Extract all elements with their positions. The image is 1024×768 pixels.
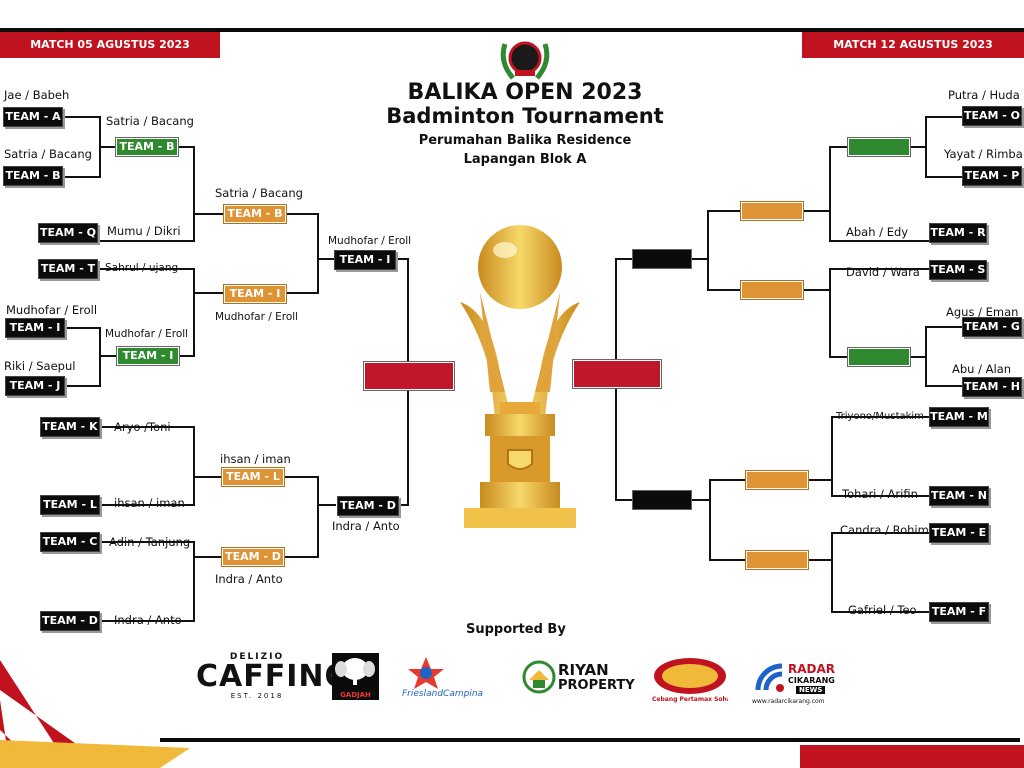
riyan-text: RIYAN	[558, 661, 609, 679]
cebang-emblem-icon	[654, 658, 726, 694]
team-m-box[interactable]: TEAM - M	[929, 407, 989, 427]
radar-text: NEWS	[796, 686, 826, 694]
empty-slot[interactable]	[745, 550, 809, 570]
left-match-ribbon: MATCH 05 AGUSTUS 2023	[0, 32, 220, 58]
player-names: Candra / Rohim	[840, 523, 929, 537]
caffino-main: CAFFINO	[196, 659, 351, 694]
player-names: Satria / Bacang	[4, 147, 92, 161]
player-names: Indra / Anto	[114, 613, 182, 627]
caffino-est: EST. 2018	[230, 692, 284, 700]
player-names: Riki / Saepul	[4, 359, 76, 373]
player-names: Mudhofar / Eroll	[6, 303, 98, 317]
player-names: Aryo /Toni	[114, 420, 171, 434]
player-names: Abu / Alan	[952, 362, 1012, 376]
caffino-logo: DELIZIO CAFFINO EST. 2018	[196, 652, 351, 704]
empty-slot[interactable]	[632, 490, 692, 510]
empty-slot[interactable]	[740, 201, 804, 221]
player-names: Putra / Huda	[948, 88, 1020, 102]
riyan-text: PROPERTY	[558, 678, 635, 693]
team-e-box[interactable]: TEAM - E	[929, 523, 989, 543]
player-names: Mudhofar / Eroll	[328, 235, 412, 247]
frisian-logo: FrieslandCampina	[402, 655, 512, 703]
cebang-logo: Cebang Pertamax Sohag	[652, 656, 728, 708]
team-k-box[interactable]: TEAM - K	[40, 417, 100, 437]
gadjah-logo: GADJAH	[332, 653, 379, 700]
player-names: Satria / Bacang	[106, 114, 194, 128]
player-names: Adin / Tanjung	[109, 535, 191, 549]
team-t-box[interactable]: TEAM - T	[38, 259, 98, 279]
radar-text: CIKARANG	[788, 676, 835, 685]
gadjah-text: GADJAH	[340, 691, 371, 699]
team-n-box[interactable]: TEAM - N	[929, 486, 989, 506]
left-final-box[interactable]	[363, 361, 455, 391]
semifinal-box[interactable]: TEAM - D	[337, 496, 399, 516]
team-i-box[interactable]: TEAM - I	[5, 318, 65, 338]
player-names: Jae / Babeh	[4, 88, 70, 102]
player-names: Indra / Anto	[332, 519, 400, 533]
team-l-box[interactable]: TEAM - L	[40, 495, 100, 515]
empty-slot[interactable]	[632, 249, 692, 269]
player-names: Abah / Edy	[846, 225, 909, 239]
tournament-logo	[500, 41, 550, 80]
player-names: ihsan / iman	[114, 496, 185, 510]
player-names: Tohari / Arifin	[842, 487, 918, 501]
player-names: David / Wara	[846, 265, 920, 279]
player-names: Satria / Bacang	[215, 186, 303, 200]
winner-box[interactable]: TEAM - I	[116, 346, 180, 366]
player-names: Sahrul / ujang	[105, 262, 179, 274]
team-h-box[interactable]: TEAM - H	[962, 377, 1022, 397]
venue-line-2: Lapangan Blok A	[463, 152, 587, 167]
elephant-icon	[335, 658, 375, 685]
team-j-box[interactable]: TEAM - J	[5, 376, 65, 396]
player-names: Yayat / Rimba	[944, 147, 1023, 161]
trophy-icon	[460, 225, 580, 528]
radar-text: RADAR	[788, 662, 836, 676]
riyan-logo: RIYAN PROPERTY	[522, 660, 635, 696]
right-match-ribbon: MATCH 12 AGUSTUS 2023	[802, 32, 1024, 58]
page-title: BALIKA OPEN 2023	[407, 80, 643, 105]
venue-line-1: Perumahan Balika Residence	[418, 133, 632, 148]
empty-slot[interactable]	[740, 280, 804, 300]
player-names: Mudhofar / Eroll	[215, 311, 299, 323]
page-subtitle: Badminton Tournament	[386, 104, 664, 128]
quarterfinal-box[interactable]: TEAM - B	[223, 204, 287, 224]
player-names: Mumu / Dikri	[107, 224, 181, 238]
house-icon	[522, 660, 556, 694]
player-names: Agus / Eman	[946, 305, 1019, 319]
cebang-text: Cebang Pertamax Sohag	[652, 696, 728, 703]
caffino-top: DELIZIO	[229, 652, 285, 662]
star-icon	[408, 657, 444, 689]
quarterfinal-box[interactable]: TEAM - D	[221, 547, 285, 567]
player-names: Gafriel / Teo	[848, 603, 917, 617]
winner-box[interactable]: TEAM - B	[115, 137, 179, 157]
radar-logo: RADAR CIKARANG NEWS www.radarcikarang.co…	[752, 660, 842, 708]
team-p-box[interactable]: TEAM - P	[962, 166, 1022, 186]
team-r-box[interactable]: TEAM - R	[929, 223, 987, 243]
right-final-box[interactable]	[572, 359, 662, 389]
quarterfinal-box[interactable]: TEAM - I	[223, 284, 287, 304]
team-d-box[interactable]: TEAM - D	[40, 611, 100, 631]
radar-icon	[755, 663, 784, 692]
team-s-box[interactable]: TEAM - S	[929, 260, 987, 280]
player-names: ihsan / iman	[220, 452, 291, 466]
player-names: Indra / Anto	[215, 572, 283, 586]
team-g-box[interactable]: TEAM - G	[962, 317, 1022, 337]
team-f-box[interactable]: TEAM - F	[929, 602, 989, 622]
empty-slot[interactable]	[847, 137, 911, 157]
team-a-box[interactable]: TEAM - A	[3, 107, 63, 127]
team-o-box[interactable]: TEAM - O	[962, 106, 1022, 126]
team-b-box[interactable]: TEAM - B	[3, 166, 63, 186]
team-q-box[interactable]: TEAM - Q	[38, 223, 98, 243]
supported-by-label: Supported By	[466, 622, 566, 637]
frisian-text: FrieslandCampina	[402, 689, 484, 699]
empty-slot[interactable]	[847, 347, 911, 367]
semifinal-box[interactable]: TEAM - I	[334, 250, 396, 270]
radar-url: www.radarcikarang.com	[752, 698, 825, 705]
team-c-box[interactable]: TEAM - C	[40, 532, 100, 552]
quarterfinal-box[interactable]: TEAM - L	[221, 467, 285, 487]
player-names: Mudhofar / Eroll	[105, 328, 189, 340]
empty-slot[interactable]	[745, 470, 809, 490]
player-names: Triyono/Mustakim	[836, 411, 924, 422]
